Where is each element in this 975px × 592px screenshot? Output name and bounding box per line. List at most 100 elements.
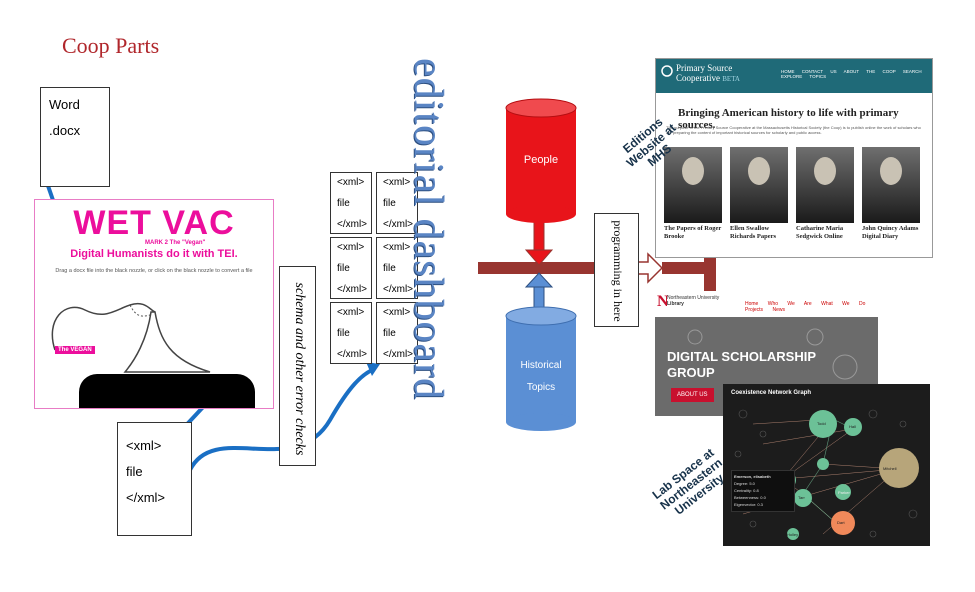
graph-node	[844, 418, 862, 436]
arrow-dashboard-to-programming	[478, 254, 628, 282]
word-doc-icon: Word .docx	[40, 87, 110, 187]
mhs-nav-home[interactable]: HOME	[781, 69, 795, 74]
graph-node	[879, 448, 919, 488]
mhs-website-screenshot: Primary Source Cooperative BETA HOME CON…	[655, 58, 933, 258]
graph-node	[831, 511, 855, 535]
portrait-caption[interactable]: John Quincy Adams Digital Diary	[862, 225, 919, 240]
neu-title-line1: DIGITAL SCHOLARSHIP	[667, 349, 817, 364]
portrait-image[interactable]	[796, 147, 854, 223]
graph-node	[794, 489, 812, 507]
mhs-heading: Bringing American history to life with p…	[678, 107, 899, 131]
tooltip-line: Emerson, elisabeth	[734, 474, 771, 479]
graph-node-label: Dart	[837, 520, 845, 525]
neu-title-line2: GROUP	[667, 365, 715, 380]
wet-vac-mark: MARK 2 The "Vegan"	[145, 240, 206, 246]
portrait-caption[interactable]: The Papers of Roger Brooke	[664, 225, 722, 240]
network-graph-screenshot: Coexistence Network Graph Todd Hall Elli…	[723, 384, 930, 546]
xml-cell-line: </xml>	[383, 219, 414, 230]
graph-node	[835, 484, 851, 500]
graph-node-label: Holley	[787, 532, 799, 537]
graph-node	[787, 528, 799, 540]
xml-cell-line: </xml>	[383, 284, 414, 295]
tooltip-line: Eigenvector: 0.3	[734, 502, 763, 507]
mhs-beta-badge: BETA	[722, 75, 740, 83]
neu-header: N Northeastern University Library Home W…	[655, 291, 878, 317]
xml-cell-line: <xml>	[383, 177, 411, 188]
topics-cylinder	[505, 306, 577, 431]
wet-vac-title: WET VAC	[73, 204, 235, 242]
arrowhead-xml-to-dashboard	[366, 362, 380, 376]
neu-logo-icon: N	[657, 293, 669, 310]
xml-cell-line: </xml>	[337, 349, 368, 360]
xml-line-open: <xml>	[126, 438, 162, 453]
neu-nav-what[interactable]: What We Do	[821, 301, 866, 307]
page-title: Coop Parts	[62, 33, 160, 58]
portrait-image[interactable]	[664, 147, 722, 223]
people-label: People	[523, 154, 559, 166]
portrait-caption[interactable]: Ellen Swallow Richards Papers	[730, 225, 777, 240]
portrait-image[interactable]	[730, 147, 788, 223]
neu-nav-news[interactable]: News	[772, 307, 785, 313]
neu-nav-projects[interactable]: Projects	[745, 307, 764, 313]
neu-logo-line2: Library	[667, 301, 684, 307]
graph-node-label: Todd	[817, 421, 826, 426]
topics-label-line1: Historical	[520, 360, 562, 371]
xml-cell-line: file	[337, 263, 350, 274]
tooltip-line: Centrality: 0.8	[734, 488, 759, 493]
about-us-button[interactable]: ABOUT US	[671, 388, 714, 402]
xml-grid-cell: <xml> file </xml>	[330, 172, 372, 234]
xml-line-close: </xml>	[126, 490, 166, 505]
word-doc-line1: Word	[49, 97, 80, 112]
graph-title: Coexistence Network Graph	[731, 390, 812, 396]
wet-vac-label: The VEGAN	[55, 346, 95, 354]
tooltip-line: Degree: 5.0	[734, 481, 755, 486]
xml-grid-cell: <xml> file </xml>	[376, 237, 418, 299]
arrowhead-people	[524, 249, 554, 266]
mhs-logo-icon	[661, 65, 673, 77]
mhs-nav-explore[interactable]: EXPLORE TOPICS	[781, 74, 827, 79]
mhs-nav-about[interactable]: ABOUT THE COOP	[843, 69, 896, 74]
mhs-logo: Primary Source Cooperative BETA	[676, 63, 740, 84]
wet-vac-instruction: Drag a docx file into the black nozzle, …	[55, 268, 253, 274]
schema-checks-box: schema and other error checks	[279, 266, 316, 466]
xml-cell-line: </xml>	[383, 349, 414, 360]
xml-grid-cell: <xml> file </xml>	[376, 172, 418, 234]
portrait-image[interactable]	[862, 147, 920, 223]
portrait-caption[interactable]: Catharine Maria Sedgwick Online	[796, 225, 844, 240]
xml-cell-line: </xml>	[337, 219, 368, 230]
xml-cell-line: file	[383, 198, 396, 209]
mhs-logo-line1: Primary Source	[676, 63, 733, 73]
mhs-nav: HOME CONTACT US ABOUT THE COOP SEARCH EX…	[781, 69, 932, 79]
graph-node	[817, 458, 829, 470]
xml-cell-line: file	[337, 328, 350, 339]
network-graph	[734, 409, 919, 540]
arrow-people-shaft	[533, 221, 545, 253]
xml-grid-cell: <xml> file </xml>	[330, 237, 372, 299]
black-nozzle[interactable]	[79, 374, 255, 408]
neu-logo-line1: Northeastern University	[667, 295, 720, 301]
tooltip-line: Betweenness: 0.0	[734, 495, 766, 500]
neu-nav: Home Who We Are What We Do Projects News	[745, 301, 878, 313]
mhs-nav-search[interactable]: SEARCH	[902, 69, 922, 74]
people-cylinder	[505, 98, 577, 223]
editorial-dashboard-label: editorial dashboard	[405, 58, 451, 401]
xml-cell-line: file	[337, 198, 350, 209]
topics-label: Historical Topics	[506, 355, 576, 399]
xml-grid-cell: <xml> file </xml>	[330, 302, 372, 364]
neu-nav-home[interactable]: Home	[745, 301, 759, 307]
xml-cell-line: <xml>	[337, 307, 365, 318]
xml-cell-line: <xml>	[337, 177, 365, 188]
arrow-right-shaft	[662, 262, 710, 274]
mhs-logo-line2: Cooperative BETA	[676, 73, 740, 84]
wet-vac-subtitle: Digital Humanists do it with TEI.	[70, 248, 238, 260]
word-doc-line2: .docx	[49, 123, 81, 138]
mhs-logo-text: Cooperative	[676, 73, 720, 83]
mhs-blurb: The purpose of the Primary Source Cooper…	[666, 125, 921, 135]
graph-node	[809, 410, 837, 438]
neu-nav-who[interactable]: Who We Are	[767, 301, 812, 307]
mhs-nav-contact[interactable]: CONTACT US	[801, 69, 837, 74]
vacuum-illustration	[51, 302, 211, 373]
graph-node-label: Parker	[838, 490, 850, 495]
xml-grid-cell: <xml> file </xml>	[376, 302, 418, 364]
topics-label-line2: Topics	[526, 382, 556, 393]
